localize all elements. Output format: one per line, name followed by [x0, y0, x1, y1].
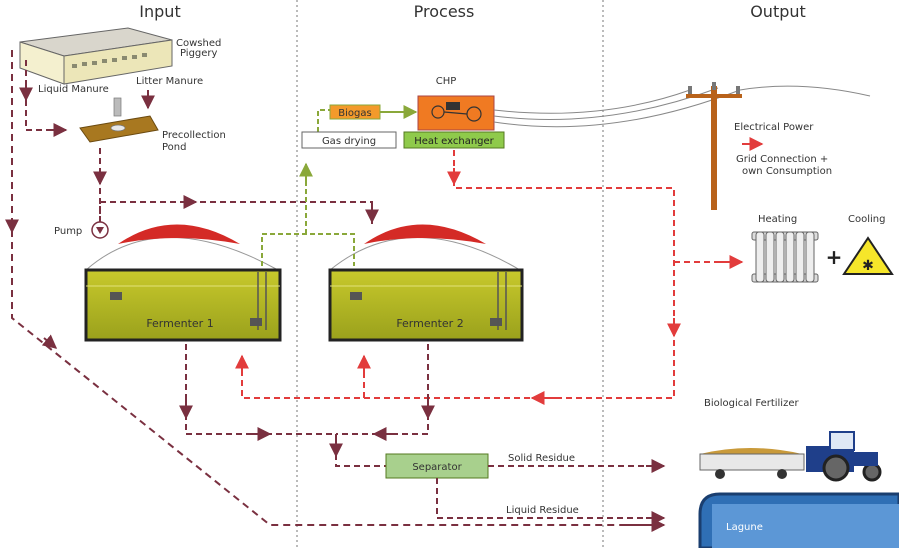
- arrow-bypass-diag: [41, 334, 58, 349]
- fermenter-2: [328, 224, 524, 342]
- label-liquid-residue: Liquid Residue: [506, 505, 579, 516]
- stirrer-icon: [490, 318, 502, 326]
- label-separator: Separator: [412, 462, 462, 473]
- label-solid-residue: Solid Residue: [508, 453, 575, 464]
- cowshed-building-icon: [19, 27, 173, 85]
- power-pole-icon: [686, 82, 742, 210]
- label-electrical-power: Electrical Power: [734, 122, 814, 133]
- biogas-box: [329, 104, 381, 120]
- label-biogas: Biogas: [338, 108, 371, 119]
- label-biological-fertilizer: Biological Fertilizer: [704, 398, 799, 409]
- label-own-consumption: own Consumption: [742, 166, 832, 177]
- gas-line-fermenters: [261, 233, 355, 266]
- label-liquid-manure: Liquid Manure: [38, 84, 109, 95]
- label-cowshed: Cowshed: [176, 38, 221, 49]
- radiator-icon: [751, 231, 819, 283]
- stirrer-icon: [250, 318, 262, 326]
- heat-line-return: [241, 358, 540, 399]
- label-litter-manure: Litter Manure: [136, 76, 203, 87]
- liquid-residue-line: [436, 478, 664, 519]
- chp-engine-icon: [417, 95, 495, 131]
- manure-line-bypass: [11, 50, 665, 526]
- label-heating: Heating: [758, 214, 797, 225]
- svg-text:✱: ✱: [862, 258, 874, 274]
- digestate-line-f1: [185, 344, 336, 435]
- label-precollection: Precollection: [162, 130, 226, 141]
- label-grid-connection: Grid Connection +: [736, 154, 828, 165]
- label-heat-exchanger: Heat exchanger: [414, 136, 494, 147]
- gas-line-drying-biogas: [317, 109, 330, 132]
- gas-drying-box: [301, 131, 397, 149]
- snowflake-warning-icon: ✱: [842, 236, 894, 275]
- label-fermenter-2: Fermenter 2: [396, 317, 463, 330]
- pump-triangle-icon: [96, 227, 104, 234]
- digestate-line-to-separator: [335, 434, 386, 467]
- fermenter-1: [84, 224, 282, 342]
- label-lagune: Lagune: [726, 522, 763, 533]
- label-pond: Pond: [162, 142, 186, 153]
- manure-line-feed: [99, 201, 373, 224]
- label-chp: CHP: [436, 76, 457, 87]
- separator-box: [385, 453, 489, 479]
- label-fermenter-1: Fermenter 1: [146, 317, 213, 330]
- lagune-pool: [698, 492, 899, 548]
- precollection-pond-icon: [79, 97, 159, 143]
- power-cables: [493, 85, 871, 128]
- plus-sign: +: [826, 245, 843, 269]
- header-output: Output: [750, 2, 806, 21]
- tractor-trailer-icon: [699, 431, 882, 482]
- label-gas-drying: Gas drying: [322, 136, 376, 147]
- header-input: Input: [139, 2, 180, 21]
- label-piggery: Piggery: [180, 48, 218, 59]
- label-pump: Pump: [54, 226, 82, 237]
- heat-exchanger-box: [403, 131, 505, 149]
- header-process: Process: [414, 2, 475, 21]
- stirrer-icon: [110, 292, 122, 300]
- stirrer-icon: [350, 292, 362, 300]
- manure-line-liquid-to-pond: [25, 100, 64, 131]
- label-cooling: Cooling: [848, 214, 885, 225]
- digestate-line-f2: [336, 344, 429, 435]
